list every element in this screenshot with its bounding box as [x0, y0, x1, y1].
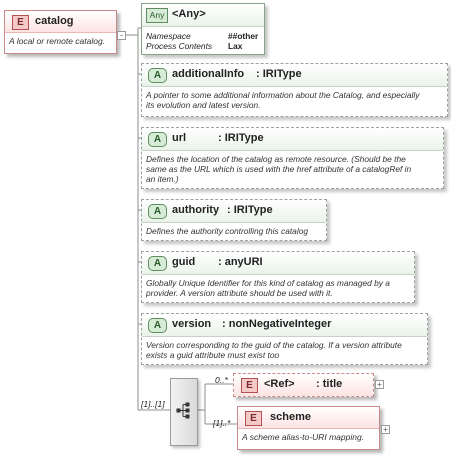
catalog-element-header: E catalog	[5, 11, 116, 33]
attribute-badge-icon: A	[148, 318, 167, 333]
attribute-doc-line: Defines the authority controlling this c…	[146, 226, 309, 236]
collapse-toggle-icon[interactable]: -	[117, 31, 126, 40]
attribute-doc-line: its evolution and latest version.	[146, 100, 261, 110]
process-contents-value: Lax	[228, 41, 243, 51]
attribute-doc-line: Defines the location of the catalog as r…	[146, 154, 406, 164]
attribute-name: guid	[172, 256, 196, 268]
attribute-url-box[interactable]: A url : IRIType Defines the location of …	[141, 127, 444, 189]
ref-title-element-box[interactable]: E <Ref> : title	[233, 373, 374, 397]
element-badge-icon: E	[12, 15, 29, 30]
attribute-doc-line: exists a guid attribute must exist too	[146, 350, 280, 360]
ref-title-header: E <Ref> : title	[234, 374, 373, 396]
scheme-name: scheme	[270, 411, 311, 423]
attribute-version-box[interactable]: A version : nonNegativeInteger Version c…	[141, 313, 428, 365]
catalog-element-doc: A local or remote catalog.	[9, 36, 106, 46]
sequence-icon	[176, 402, 190, 419]
attribute-doc: Defines the location of the catalog as r…	[142, 151, 443, 187]
attribute-header: A guid : anyURI	[142, 252, 414, 275]
catalog-element-name: catalog	[35, 15, 74, 27]
sequence-compositor[interactable]	[170, 378, 198, 446]
expand-toggle-icon[interactable]: +	[375, 380, 384, 389]
attribute-doc-line: an item.)	[146, 174, 179, 184]
any-wildcard-title: <Any>	[172, 8, 206, 20]
attribute-doc-line: same as the URL which is used with the h…	[146, 164, 412, 174]
attribute-name: additionalInfo	[172, 68, 245, 80]
attribute-header: A version : nonNegativeInteger	[142, 314, 427, 337]
attribute-doc-line: provider. A version attribute should be …	[146, 288, 333, 298]
attribute-type: : IRIType	[227, 204, 273, 216]
attribute-badge-icon: A	[148, 132, 167, 147]
ref-name: <Ref>	[264, 378, 295, 390]
attribute-header: A authority : IRIType	[142, 200, 326, 223]
ref-type: : title	[316, 378, 343, 390]
attribute-authority-box[interactable]: A authority : IRIType Defines the author…	[141, 199, 327, 241]
attribute-type: : anyURI	[218, 256, 263, 268]
attribute-badge-icon: A	[148, 68, 167, 83]
attribute-name: url	[172, 132, 187, 144]
attribute-name: authority	[172, 204, 220, 216]
attribute-guid-box[interactable]: A guid : anyURI Globally Unique Identifi…	[141, 251, 415, 303]
attribute-doc: A pointer to some additional information…	[142, 87, 447, 113]
element-badge-icon: E	[241, 378, 258, 393]
scheme-header: E scheme	[238, 407, 379, 429]
attribute-type: : IRIType	[256, 68, 302, 80]
sequence-cardinality: [1]..[1]	[141, 399, 165, 409]
element-badge-icon: E	[245, 411, 262, 426]
attribute-header: A additionalInfo : IRIType	[142, 64, 447, 87]
namespace-label: Namespace	[146, 31, 191, 41]
attribute-type: : IRIType	[218, 132, 264, 144]
namespace-value: ##other	[228, 31, 259, 41]
attribute-doc-line: Version corresponding to the guid of the…	[146, 340, 402, 350]
attribute-additionalinfo-box[interactable]: A additionalInfo : IRIType A pointer to …	[141, 63, 448, 117]
attribute-badge-icon: A	[148, 204, 167, 219]
any-wildcard-box[interactable]: Any <Any> Namespace ##other Process Cont…	[141, 3, 265, 55]
process-contents-label: Process Contents	[146, 41, 213, 51]
scheme-cardinality: [1]..*	[213, 418, 231, 428]
any-wildcard-header: Any <Any>	[142, 4, 264, 27]
attribute-doc: Defines the authority controlling this c…	[142, 223, 326, 239]
attribute-badge-icon: A	[148, 256, 167, 271]
attribute-name: version	[172, 318, 212, 330]
expand-toggle-icon[interactable]: +	[381, 425, 390, 434]
attribute-doc-line: Globally Unique Identifier for this kind…	[146, 278, 390, 288]
scheme-element-box[interactable]: E scheme A scheme alias-to-URI mapping.	[237, 406, 380, 450]
attribute-doc-line: A pointer to some additional information…	[146, 90, 420, 100]
scheme-doc: A scheme alias-to-URI mapping.	[242, 432, 365, 442]
catalog-element-box[interactable]: E catalog A local or remote catalog.	[4, 10, 117, 54]
attribute-header: A url : IRIType	[142, 128, 443, 151]
attribute-type: : nonNegativeInteger	[222, 318, 332, 330]
any-badge-icon: Any	[146, 8, 168, 23]
ref-title-cardinality: 0..*	[215, 375, 228, 385]
attribute-doc: Globally Unique Identifier for this kind…	[142, 275, 414, 301]
attribute-doc: Version corresponding to the guid of the…	[142, 337, 427, 363]
